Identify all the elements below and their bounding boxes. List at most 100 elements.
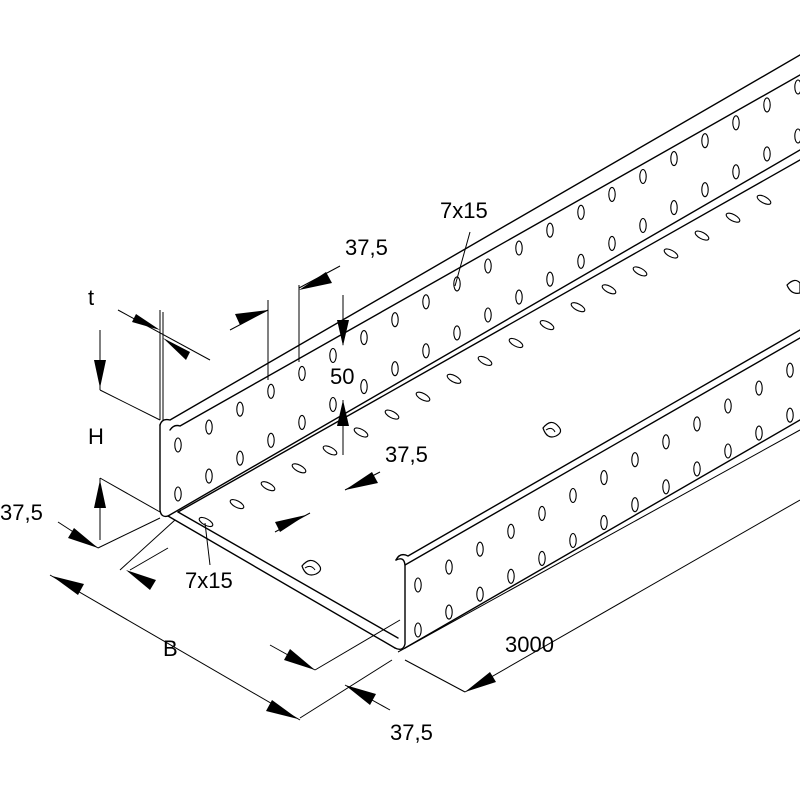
arrow [94,360,106,388]
base-front-edge-2 [177,511,399,639]
slot [601,284,617,295]
label-length: 3000 [505,632,554,657]
slot [763,146,771,162]
slot [786,362,794,378]
slot [298,414,306,430]
slot [632,266,648,277]
slot [205,468,213,484]
base-front-edge [167,515,396,649]
slot [755,380,763,396]
slot [515,240,523,256]
slot [391,361,399,377]
slot [507,568,515,584]
left-wall-front-edge [159,424,169,518]
right-wall-slots [414,362,794,638]
slot [546,222,554,238]
right-wall-bottom-edge-2 [397,429,800,653]
slot [298,365,306,381]
slot [414,622,422,638]
slot [360,330,368,346]
slot [422,294,430,310]
slot [538,550,546,566]
left-wall-top-edge [159,54,800,426]
slot [198,516,214,528]
slot [725,212,741,223]
label-side-pitch: 37,5 [345,235,388,260]
slot [724,443,732,459]
slot [732,115,740,131]
slot [236,450,244,466]
left-wall-base-fold-2 [177,159,800,513]
slot [422,343,430,359]
label-width: B [163,636,178,661]
left-wall-slots [174,79,800,502]
slot [756,194,772,205]
right-wall-bottom-edge [404,419,800,649]
left-wall-top-inner-edge [169,74,800,431]
slot [639,168,647,185]
arrow [266,700,298,719]
slot [484,307,492,323]
slot [415,391,431,402]
slot [445,604,453,620]
connector-clip [786,279,800,294]
slot [670,200,678,216]
slot [693,416,701,432]
slot [539,320,555,331]
slot [546,271,554,287]
slot [236,401,244,417]
connector-clip [301,559,322,576]
slot [794,79,800,95]
slot [329,347,337,364]
arrow [299,272,332,290]
slot [786,407,794,423]
slot [174,437,182,453]
slot [577,204,585,220]
slot [670,151,678,167]
arrow [337,400,349,426]
slot [477,355,493,366]
slot [701,182,709,198]
slot [600,470,608,486]
slot [507,523,515,539]
arrow [68,528,98,548]
slot [755,425,763,441]
slot [476,541,484,557]
slot [329,396,337,413]
slot [445,559,453,575]
slot [453,276,461,292]
slot [322,445,338,456]
slot [577,253,585,269]
base-slots [198,194,772,528]
slot [515,289,523,305]
slot [631,497,639,513]
slot [508,337,524,349]
slot [608,186,616,202]
slot [631,452,639,468]
slot [763,97,771,113]
slot [391,312,399,328]
slot [353,427,369,438]
label-thickness: t [88,285,94,310]
right-wall-top-inner-edge [404,337,800,566]
right-wall-top-edge [395,329,800,561]
arrow [126,570,156,590]
right-wall-front-edge [394,558,406,651]
left-wall-base-fold [167,149,800,517]
slot [569,487,577,504]
tray-outline [159,54,800,653]
arrow [52,576,84,595]
arrow [337,320,349,346]
slot [453,325,461,341]
slot [384,409,400,420]
slot [267,383,275,399]
slot [639,217,647,234]
arrow [163,338,190,360]
slot [732,164,740,180]
slot [360,379,368,395]
slot [174,486,182,502]
slot [205,419,213,435]
label-edge-offset-bottom: 37,5 [390,720,433,745]
